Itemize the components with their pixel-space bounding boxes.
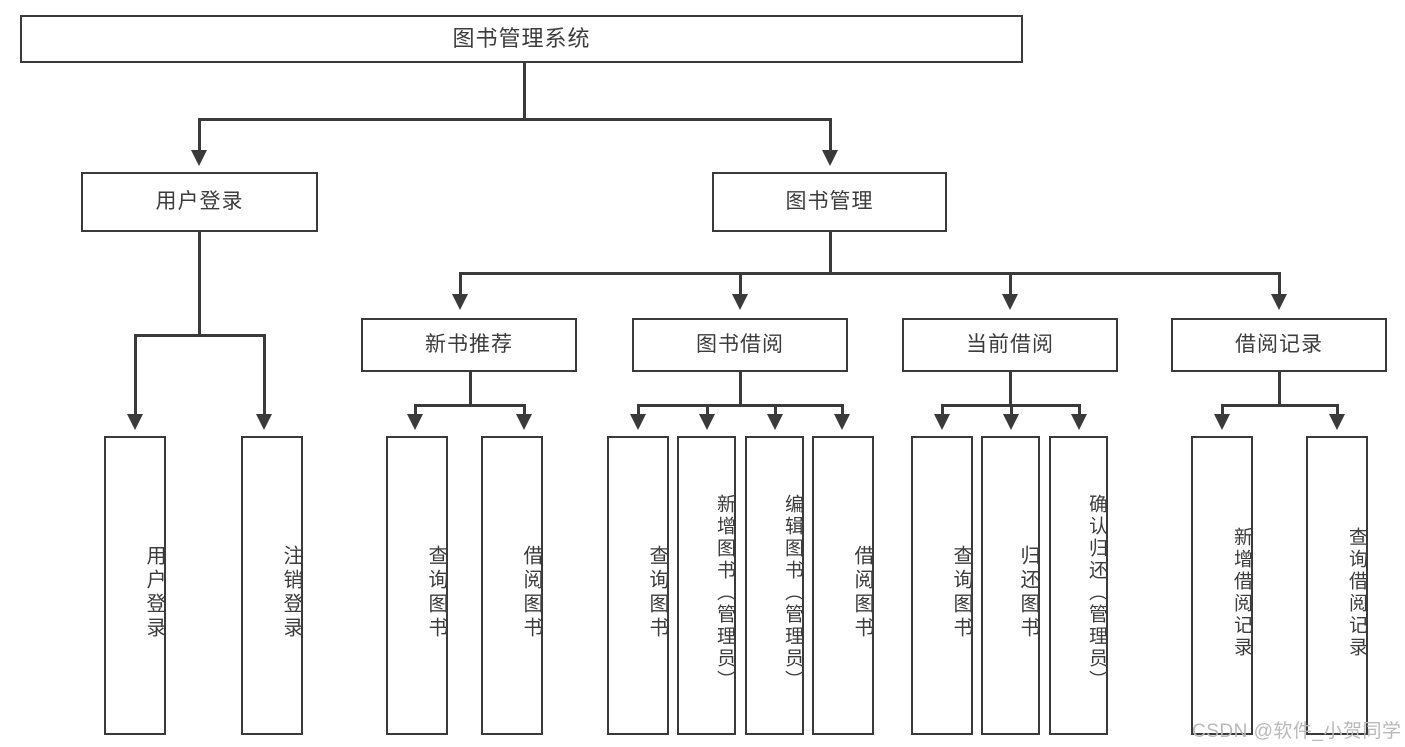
arrow-cb-child-1 (934, 414, 950, 430)
leaf-user-login[interactable]: 用户登录 (104, 436, 166, 735)
connector-nbr-child-1 (414, 404, 417, 418)
node-label: 编辑图书（管理员） (782, 493, 803, 692)
node-book-borrow[interactable]: 图书借阅 (632, 318, 848, 372)
node-label: 用户登录 (155, 190, 244, 214)
connector-user-login-stem (198, 232, 201, 336)
connector-cb-child-1 (941, 404, 944, 418)
node-label: 用户登录 (143, 544, 165, 641)
node-current-borrow[interactable]: 当前借阅 (902, 318, 1118, 372)
connector-bb-child-3 (774, 404, 777, 418)
connector-to-borrow-record (1278, 272, 1281, 298)
connector-to-user-login (198, 118, 201, 154)
node-borrow-record[interactable]: 借阅记录 (1171, 318, 1387, 372)
connector-cb-child-2 (1010, 404, 1013, 418)
node-label: 新增借阅记录 (1231, 526, 1252, 659)
watermark-text: CSDN @软件_小贺同学 (1192, 721, 1402, 742)
arrow-nbr-child-1 (407, 414, 423, 430)
csdn-watermark: CSDN @软件_小贺同学 (1192, 716, 1401, 743)
connector-book-borrow-stem (739, 372, 742, 406)
node-label: 借阅图书 (520, 544, 542, 641)
arrow-cb-child-2 (1003, 414, 1019, 430)
connector-nbr-child-2 (523, 404, 526, 418)
node-label: 图书管理 (785, 190, 874, 214)
leaf-bb-add-book-admin[interactable]: 新增图书（管理员） (677, 436, 736, 735)
node-label: 新增图书（管理员） (714, 493, 735, 692)
arrow-br-child-2 (1329, 414, 1345, 430)
connector-current-borrow-stem (1009, 372, 1012, 406)
arrow-bb-child-2 (699, 414, 715, 430)
leaf-cb-query-book[interactable]: 查询图书 (911, 436, 973, 735)
arrow-to-book-borrow (732, 294, 748, 310)
node-label: 图书管理系统 (452, 25, 591, 51)
node-label: 查询图书 (425, 544, 447, 641)
leaf-br-query-record[interactable]: 查询借阅记录 (1306, 436, 1368, 735)
node-book-management[interactable]: 图书管理 (712, 172, 947, 232)
leaf-cb-return-book[interactable]: 归还图书 (981, 436, 1040, 735)
node-label: 图书借阅 (696, 333, 784, 357)
arrow-to-user-login (191, 150, 207, 166)
connector-user-login-child-1 (134, 334, 137, 418)
connector-book-management-stem (829, 232, 832, 274)
connector-new-book-recommend-stem (469, 372, 472, 406)
leaf-br-add-record[interactable]: 新增借阅记录 (1191, 436, 1253, 735)
arrow-user-login-child-2 (256, 414, 272, 430)
connector-cb-child-3 (1078, 404, 1081, 418)
connector-book-borrow-bar (637, 404, 843, 407)
connector-level1-bar (198, 118, 832, 121)
node-label: 查询图书 (950, 544, 972, 641)
node-label: 新书推荐 (425, 333, 513, 357)
connector-borrow-record-bar (1221, 404, 1338, 407)
leaf-bb-edit-book-admin[interactable]: 编辑图书（管理员） (745, 436, 804, 735)
arrow-bb-child-1 (630, 414, 646, 430)
connector-root-stem (523, 63, 526, 119)
connector-bb-child-4 (841, 404, 844, 418)
connector-br-child-2 (1336, 404, 1339, 418)
arrow-to-book-management (822, 150, 838, 166)
leaf-bb-borrow-book[interactable]: 借阅图书 (812, 436, 874, 735)
node-user-login[interactable]: 用户登录 (81, 172, 318, 232)
leaf-bb-query-book[interactable]: 查询图书 (607, 436, 669, 735)
connector-user-login-bar (134, 334, 263, 337)
connector-bb-child-2 (706, 404, 709, 418)
connector-level2-bar (459, 272, 1280, 275)
node-label: 确认归还（管理员） (1086, 493, 1107, 692)
node-new-book-recommend[interactable]: 新书推荐 (361, 318, 577, 372)
arrow-to-current-borrow (1002, 294, 1018, 310)
arrow-user-login-child-1 (127, 414, 143, 430)
node-label: 查询图书 (646, 544, 668, 641)
node-label: 查询借阅记录 (1346, 526, 1367, 659)
arrow-bb-child-3 (767, 414, 783, 430)
node-label: 借阅记录 (1235, 333, 1323, 357)
arrow-to-new-book-recommend (452, 294, 468, 310)
leaf-nbr-borrow-book[interactable]: 借阅图书 (481, 436, 543, 735)
connector-to-new-book-recommend (459, 272, 462, 298)
leaf-cb-confirm-return-admin[interactable]: 确认归还（管理员） (1049, 436, 1108, 735)
connector-borrow-record-stem (1278, 372, 1281, 406)
connector-br-child-1 (1221, 404, 1224, 418)
connector-to-book-management (829, 118, 832, 154)
leaf-logout[interactable]: 注销登录 (241, 436, 303, 735)
connector-to-current-borrow (1009, 272, 1012, 298)
arrow-nbr-child-2 (516, 414, 532, 430)
arrow-bb-child-4 (834, 414, 850, 430)
node-label: 注销登录 (280, 544, 302, 641)
connector-user-login-child-2 (263, 334, 266, 418)
arrow-br-child-1 (1214, 414, 1230, 430)
connector-to-book-borrow (739, 272, 742, 298)
arrow-cb-child-3 (1071, 414, 1087, 430)
node-label: 归还图书 (1017, 544, 1039, 641)
node-label: 借阅图书 (851, 544, 873, 641)
connector-new-book-recommend-bar (414, 404, 525, 407)
node-label: 当前借阅 (966, 333, 1054, 357)
connector-bb-child-1 (637, 404, 640, 418)
node-root-book-management-system[interactable]: 图书管理系统 (20, 15, 1023, 63)
leaf-nbr-query-book[interactable]: 查询图书 (386, 436, 448, 735)
arrow-to-borrow-record (1271, 294, 1287, 310)
